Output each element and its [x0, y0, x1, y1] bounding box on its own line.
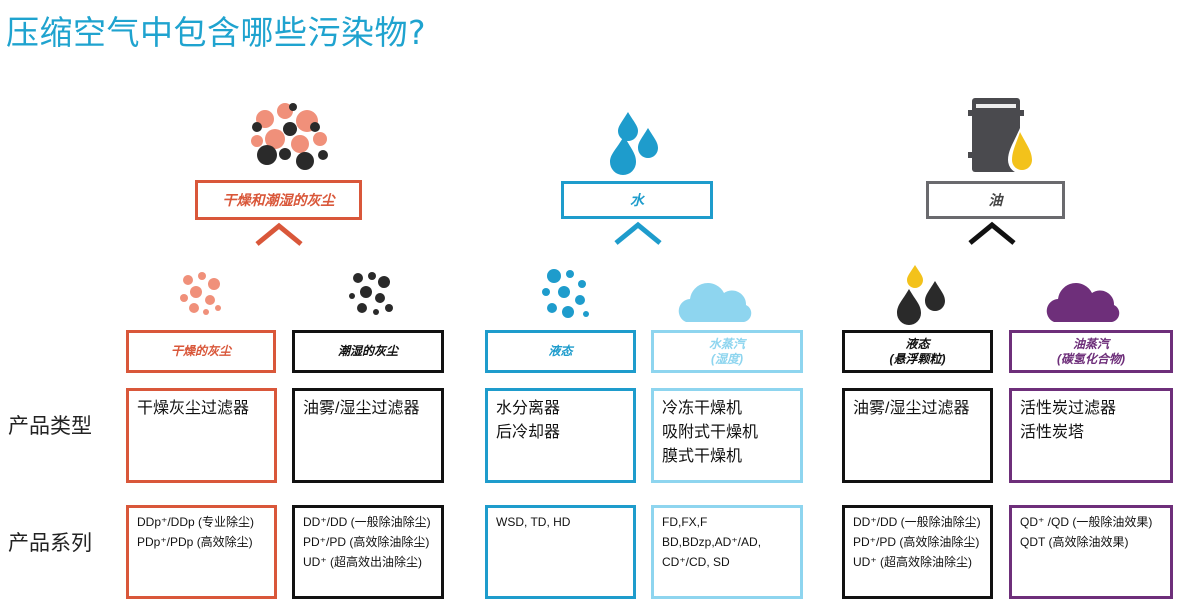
series-vapor: FD,FX,F BD,BDzp,AD⁺/AD, CD⁺/CD, SD [651, 505, 803, 599]
product-type-item: 油雾/湿尘过滤器 [303, 400, 420, 417]
series-item: UD⁺ (超高效出油除尘) [303, 555, 422, 569]
sub-oil-vapor-label-2: (碳氢化合物) [1057, 351, 1125, 366]
liquid-water-icon [542, 269, 589, 318]
series-item: FD,FX,F [662, 515, 708, 529]
chevron-oil [968, 221, 1016, 245]
series-item: QDT (高效除油效果) [1020, 535, 1129, 549]
product-type-item: 干燥灰尘过滤器 [137, 400, 250, 417]
product-type-oil-vapor: 活性炭过滤器 活性炭塔 [1009, 388, 1173, 483]
sub-liquid-oil-label-1: 液态 [905, 336, 930, 351]
row-label-product-series: 产品系列 [8, 531, 92, 555]
sub-vapor-label-2: (湿度) [711, 351, 743, 366]
product-type-liquid-oil: 油雾/湿尘过滤器 [842, 388, 993, 483]
category-water: 水 [561, 181, 713, 219]
oil-barrel-icon [968, 98, 1036, 174]
product-type-item: 活性炭塔 [1020, 424, 1085, 441]
product-type-item: 吸附式干燥机 [662, 424, 759, 441]
product-type-dry-dust: 干燥灰尘过滤器 [126, 388, 277, 483]
series-item: BD,BDzp,AD⁺/AD, [662, 535, 762, 549]
series-wet-dust: DD⁺/DD (一般除油除尘) PD⁺/PD (高效除油除尘) UD⁺ (超高效… [292, 505, 444, 599]
sub-vapor: 水蒸汽 (湿度) [651, 330, 803, 373]
series-item: CD⁺/CD, SD [662, 555, 730, 569]
row-label-product-type: 产品类型 [8, 414, 92, 438]
series-item: DD⁺/DD (一般除油除尘) [303, 515, 431, 529]
series-liquid-water: WSD, TD, HD [485, 505, 636, 599]
sub-liquid-oil-label-2: (悬浮颗粒) [889, 351, 946, 366]
sub-liquid-water-label: 液态 [548, 344, 573, 358]
series-liquid-oil: DD⁺/DD (一般除油除尘) PD⁺/PD (高效除油除尘) UD⁺ (超高效… [842, 505, 993, 599]
series-item: PDp⁺/PDp (高效除尘) [137, 535, 253, 549]
category-dust-label: 干燥和潮湿的灰尘 [222, 192, 335, 208]
oil-vapor-cloud-icon [1046, 283, 1120, 322]
series-oil-vapor: QD⁺ /QD (一般除油效果) QDT (高效除油效果) [1009, 505, 1173, 599]
sub-dry-dust-label: 干燥的灰尘 [170, 344, 231, 358]
sub-oil-vapor-label-1: 油蒸汽 [1072, 336, 1109, 351]
series-item: DD⁺/DD (一般除油除尘) [853, 515, 981, 529]
liquid-oil-icon [897, 265, 945, 325]
sub-liquid-water: 液态 [485, 330, 636, 373]
page-title: 压缩空气中包含哪些污染物? [6, 13, 427, 52]
category-oil-label: 油 [988, 192, 1003, 208]
product-type-wet-dust: 油雾/湿尘过滤器 [292, 388, 444, 483]
category-dust: 干燥和潮湿的灰尘 [195, 180, 362, 220]
series-item: DDp⁺/DDp (专业除尘) [137, 515, 255, 529]
sub-dry-dust: 干燥的灰尘 [126, 330, 276, 373]
dry-dust-icon [180, 272, 221, 315]
product-type-item: 后冷却器 [496, 424, 561, 441]
sub-wet-dust-label: 潮湿的灰尘 [337, 344, 398, 358]
series-item: WSD, TD, HD [496, 515, 571, 529]
dust-cluster-icon [251, 103, 328, 170]
series-item: PD⁺/PD (高效除油除尘) [303, 535, 430, 549]
product-type-item: 油雾/湿尘过滤器 [853, 400, 970, 417]
product-type-item: 冷冻干燥机 [662, 400, 743, 417]
sub-liquid-oil: 液态 (悬浮颗粒) [842, 330, 993, 373]
sub-wet-dust: 潮湿的灰尘 [292, 330, 444, 373]
series-item: UD⁺ (超高效除油除尘) [853, 555, 972, 569]
series-dry-dust: DDp⁺/DDp (专业除尘) PDp⁺/PDp (高效除尘) [126, 505, 277, 599]
vapor-cloud-icon [678, 283, 752, 322]
category-oil: 油 [926, 181, 1065, 219]
series-item: PD⁺/PD (高效除油除尘) [853, 535, 980, 549]
wet-dust-icon [349, 272, 393, 315]
category-water-label: 水 [630, 192, 644, 208]
product-type-item: 膜式干燥机 [662, 448, 743, 465]
product-type-liquid-water: 水分离器 后冷却器 [485, 388, 636, 483]
product-type-vapor: 冷冻干燥机 吸附式干燥机 膜式干燥机 [651, 388, 803, 483]
sub-vapor-label-1: 水蒸汽 [708, 336, 745, 351]
series-item: QD⁺ /QD (一般除油效果) [1020, 515, 1153, 529]
chevron-water [614, 221, 662, 245]
product-type-item: 水分离器 [496, 400, 561, 417]
water-drops-icon [610, 112, 658, 175]
product-type-item: 活性炭过滤器 [1020, 400, 1117, 417]
sub-oil-vapor: 油蒸汽 (碳氢化合物) [1009, 330, 1173, 373]
chevron-dust [255, 222, 303, 246]
